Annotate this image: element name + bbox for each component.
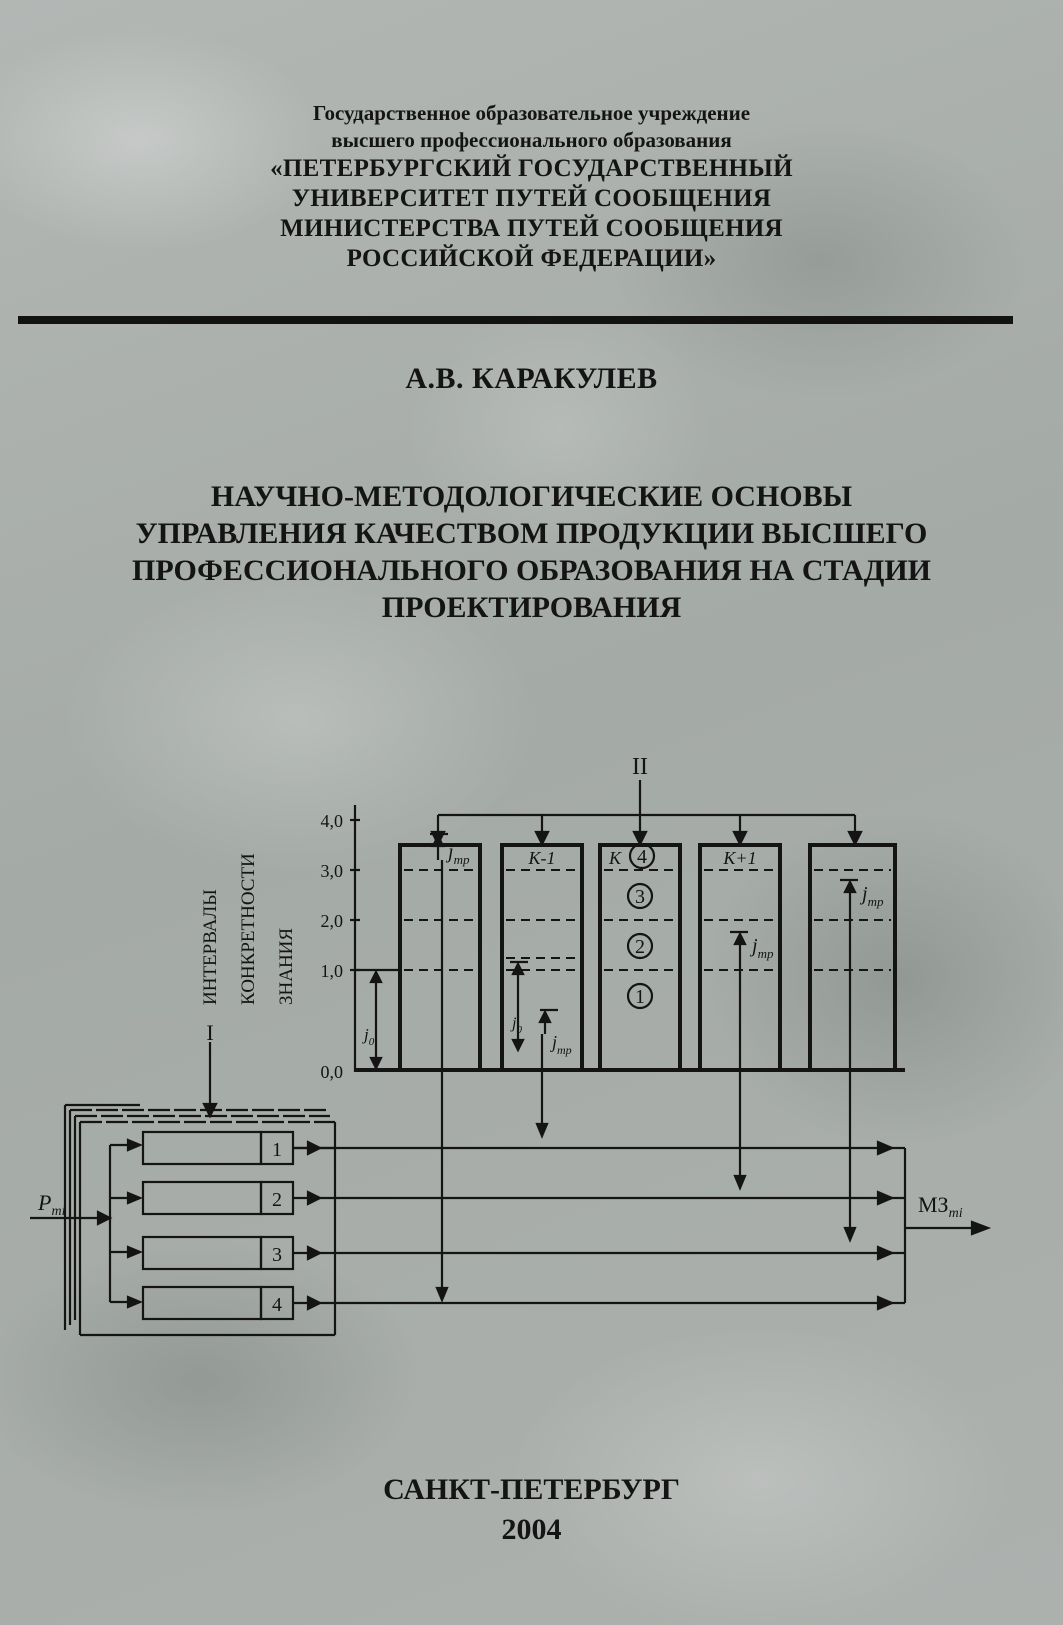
level-number: 2: [635, 936, 645, 958]
axis-tick: 3,0: [321, 861, 344, 881]
j-tr-label: jтр: [749, 935, 774, 961]
quality-diagram: II I 4,0 3,0 2,0 1,0 0,0 ИНТЕРВАЛЫ КОНКР…: [30, 754, 992, 1337]
institution-line: «ПЕТЕРБУРГСКИЙ ГОСУДАРСТВЕННЫЙ: [270, 155, 793, 182]
level-number: 4: [637, 846, 647, 868]
axis-tick: 1,0: [321, 961, 344, 981]
j-tr-label: jтр: [550, 1032, 572, 1057]
column-label: K: [608, 848, 622, 868]
title-line: ПРОЕКТИРОВАНИЯ: [381, 591, 682, 624]
input-label: Pmi: [37, 1190, 66, 1219]
book-title: НАУЧНО-МЕТОДОЛОГИЧЕСКИЕ ОСНОВЫ УПРАВЛЕНИ…: [0, 478, 1063, 626]
author-name: А.В. КАРАКУЛЕВ: [405, 362, 658, 395]
row-number: 3: [272, 1244, 282, 1266]
institution-line: высшего профессионального образования: [331, 128, 732, 152]
institution-line: МИНИСТЕРСТВА ПУТЕЙ СООБЩЕНИЯ: [280, 215, 783, 242]
vertical-label: ИНТЕРВАЛЫ: [200, 889, 221, 1005]
output-label: МЗmi: [918, 1192, 963, 1221]
vertical-label: ЗНАНИЯ: [276, 928, 297, 1005]
axis-tick: 4,0: [321, 811, 344, 831]
imprint: САНКТ-ПЕТЕРБУРГ 2004: [0, 1470, 1063, 1550]
title-line: УПРАВЛЕНИЯ КАЧЕСТВОМ ПРОДУКЦИИ ВЫСШЕГО: [135, 517, 928, 550]
j0-label: j0: [362, 1025, 375, 1048]
title-line: ПРОФЕССИОНАЛЬНОГО ОБРАЗОВАНИЯ НА СТАДИИ: [131, 554, 931, 587]
level-number: 1: [635, 986, 645, 1008]
axis-tick: 2,0: [321, 911, 344, 931]
city-name: САНКТ-ПЕТЕРБУРГ: [383, 1473, 680, 1506]
institution-line: РОССИЙСКОЙ ФЕДЕРАЦИИ»: [346, 245, 717, 272]
vertical-label: КОНКРЕТНОСТИ: [238, 853, 259, 1005]
j0-label: j0: [510, 1015, 522, 1036]
horizontal-rule: [18, 316, 1013, 324]
column-label: K+1: [722, 848, 756, 868]
row-number: 1: [272, 1139, 282, 1161]
institution-header: Государственное образовательное учрежден…: [0, 100, 1063, 274]
institution-line: Государственное образовательное учрежден…: [312, 101, 751, 125]
publication-year: 2004: [501, 1513, 562, 1546]
j-tr-label: jтр: [859, 883, 884, 909]
level-number: 3: [635, 886, 645, 908]
row-number: 2: [272, 1189, 282, 1211]
label-II: II: [632, 754, 648, 780]
j-tr-label: jтр: [445, 841, 470, 867]
institution-line: УНИВЕРСИТЕТ ПУТЕЙ СООБЩЕНИЯ: [291, 185, 772, 212]
label-I: I: [206, 1020, 213, 1045]
column-label: K-1: [528, 848, 556, 868]
row-number: 4: [272, 1294, 282, 1316]
axis-tick: 0,0: [321, 1062, 344, 1082]
title-line: НАУЧНО-МЕТОДОЛОГИЧЕСКИЕ ОСНОВЫ: [210, 480, 853, 513]
